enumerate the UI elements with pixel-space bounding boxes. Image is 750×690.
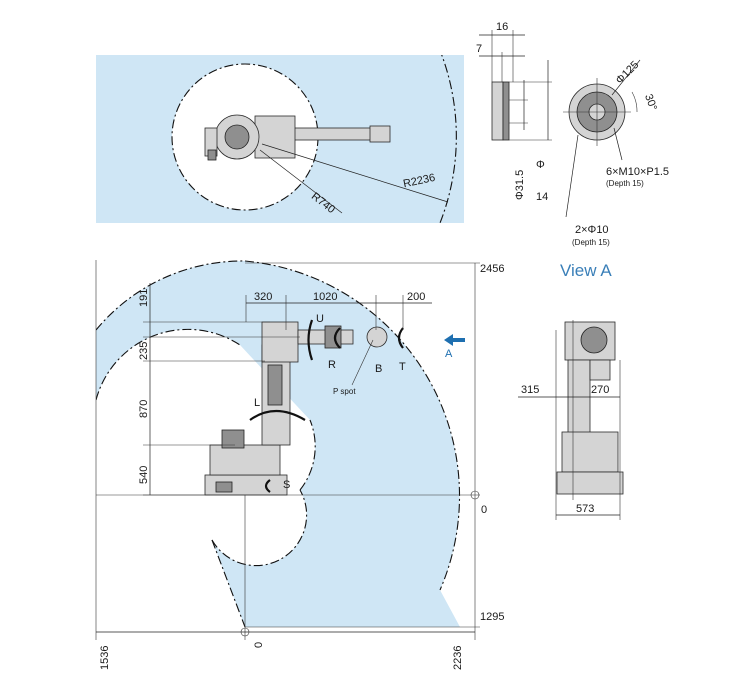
y-0: 0 — [481, 504, 487, 516]
p-spot-label: P spot — [333, 387, 356, 396]
dim-16: 16 — [496, 21, 508, 33]
side-view-robot — [204, 321, 388, 496]
pin-depth: (Depth 15) — [572, 238, 610, 247]
axis-b: B — [375, 363, 382, 375]
side-view: U R B T L S A P spot 320 1020 200 191 23… — [95, 260, 504, 670]
dim-235: 235 — [138, 342, 150, 360]
x-0: 0 — [253, 642, 265, 648]
dim-870: 870 — [138, 400, 150, 418]
view-a: View A 315 270 573 — [518, 261, 624, 520]
pin-spec: 2×Φ10 — [575, 224, 609, 236]
dim-320: 320 — [254, 291, 272, 303]
x-1536: 1536 — [99, 646, 111, 670]
axis-r: R — [328, 359, 336, 371]
dim-270: 270 — [591, 384, 609, 396]
dim-540: 540 — [138, 466, 150, 484]
flange-side-view: 16 7 Φ31.5 Φ 14 — [476, 21, 552, 203]
dim-7: 7 — [476, 43, 482, 55]
axis-s: S — [283, 479, 290, 491]
axis-u: U — [316, 313, 324, 325]
view-a-title: View A — [560, 261, 612, 280]
dia-31-5: Φ31.5 — [514, 170, 526, 200]
side-view-envelope — [96, 260, 460, 627]
dia-14-phi: Φ — [536, 159, 545, 171]
angle-30: 30° — [642, 93, 659, 113]
axis-l: L — [254, 397, 260, 409]
y-2456: 2456 — [480, 263, 504, 275]
thread-depth: (Depth 15) — [606, 179, 644, 188]
dim-200: 200 — [407, 291, 425, 303]
top-view: R740 R2236 — [96, 55, 464, 223]
thread-spec: 6×M10×P1.5 — [606, 166, 669, 178]
flange-face-view: Φ125 30° 6×M10×P1.5 (Depth 15) 2×Φ10 (De… — [563, 59, 669, 247]
view-arrow-a: A — [445, 348, 453, 360]
x-2236: 2236 — [452, 646, 464, 670]
dim-191: 191 — [138, 289, 150, 307]
top-view-outer-arc — [439, 55, 457, 223]
y-1295: 1295 — [480, 611, 504, 623]
dim-573: 573 — [576, 503, 594, 515]
axis-t: T — [399, 361, 406, 373]
dim-315: 315 — [521, 384, 539, 396]
dim-1020: 1020 — [313, 291, 337, 303]
dia-14-value: 14 — [536, 191, 548, 203]
